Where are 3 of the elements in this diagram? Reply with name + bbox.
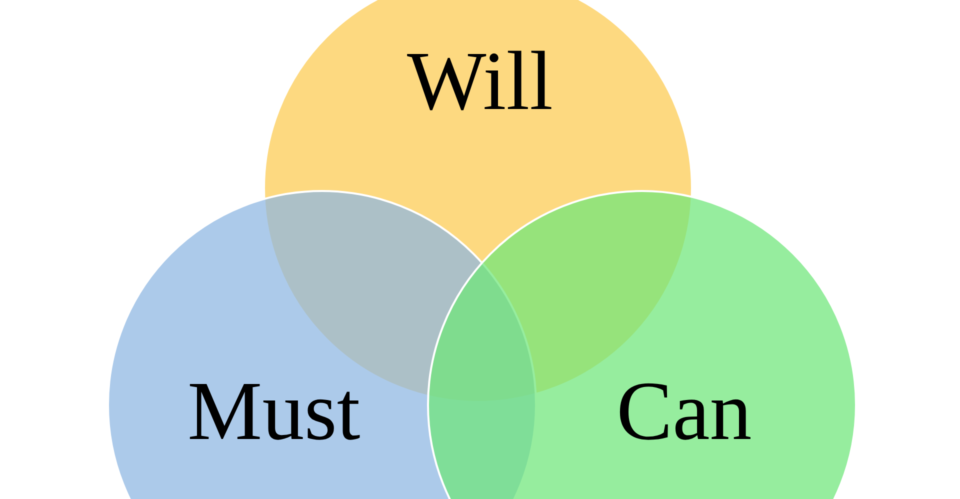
circle-label: Will [407,40,553,124]
circle-label: Must [188,370,360,454]
circle-label: Can [616,370,752,454]
